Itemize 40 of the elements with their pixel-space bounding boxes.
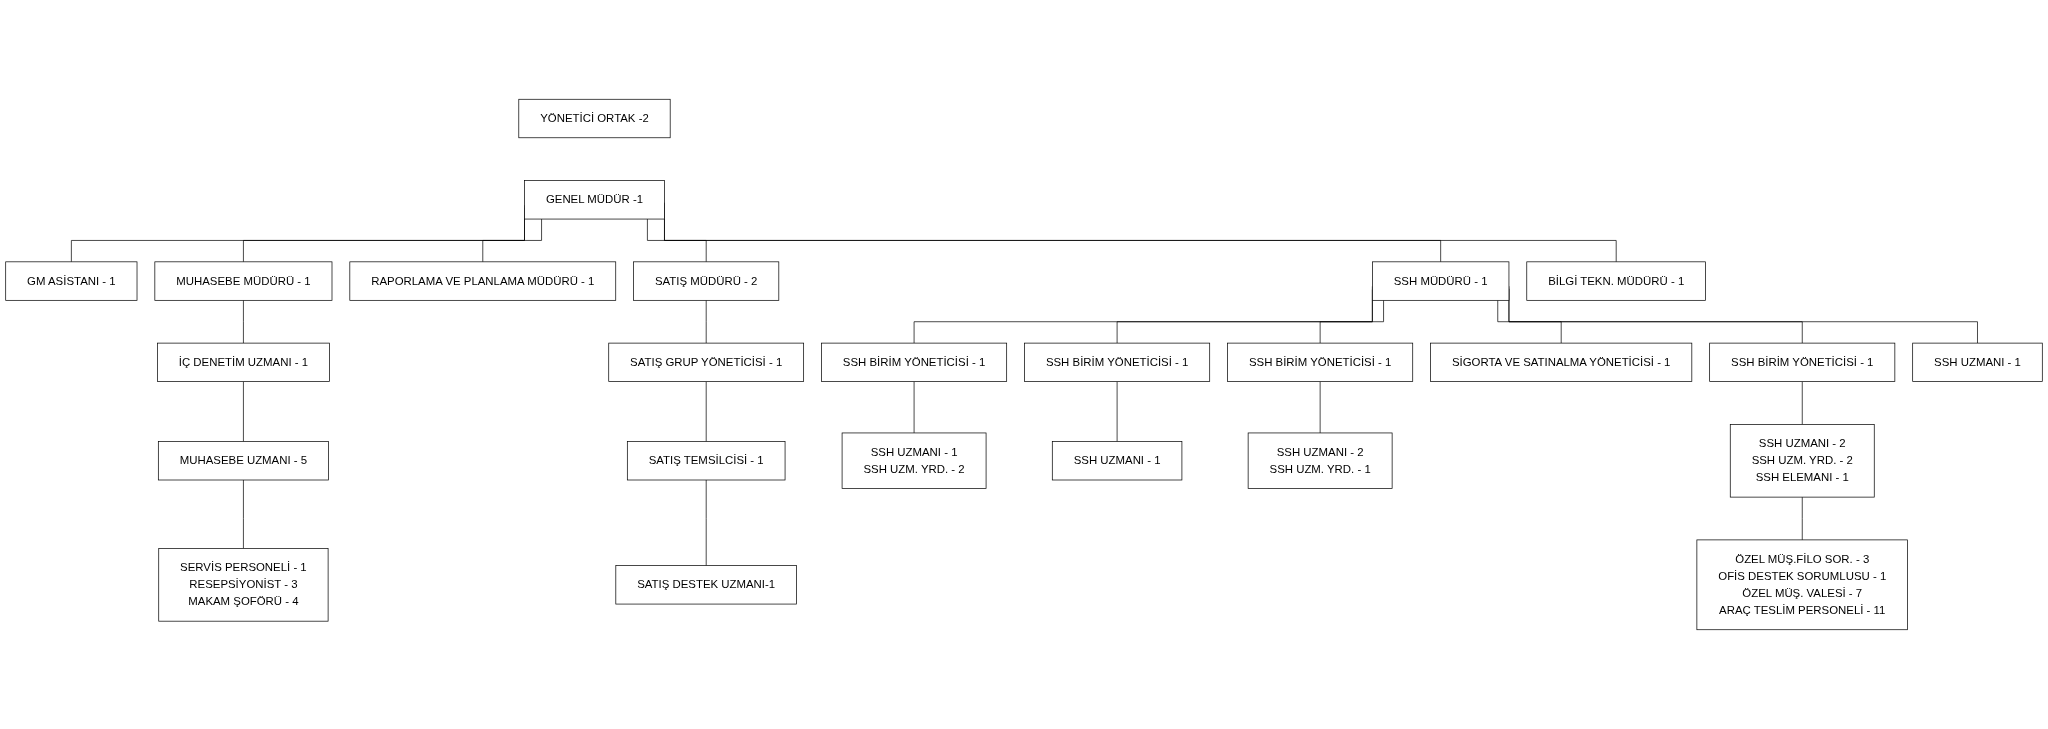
connector	[705, 479, 707, 566]
node-box: SATIŞ TEMSİLCİSİ - 1	[626, 441, 786, 481]
node-box: GENEL MÜDÜR -1	[524, 180, 665, 220]
connector	[243, 381, 244, 442]
node-box: SİGORTA VE SATINALMA YÖNETİCİSİ - 1	[1430, 342, 1693, 382]
node-box: SSH BİRİM YÖNETİCİSİ - 1	[1227, 342, 1414, 382]
node-box: RAPORLAMA VE PLANLAMA MÜDÜRÜ - 1	[349, 261, 617, 301]
connector	[1801, 381, 1803, 425]
connector	[1116, 381, 1118, 442]
node-box: SATIŞ MÜDÜRÜ - 2	[633, 261, 780, 301]
node-box: SSH UZMANI - 1	[1912, 342, 2043, 382]
connector	[647, 218, 707, 263]
connector	[1319, 381, 1321, 434]
connector	[705, 299, 707, 344]
connector	[705, 381, 707, 442]
node-box: SSH MÜDÜRÜ - 1	[1372, 261, 1510, 301]
node-box: SSH UZMANI - 1 SSH UZM. YRD. - 2	[841, 432, 987, 489]
node-box: BİLGİ TEKN. MÜDÜRÜ - 1	[1526, 261, 1706, 301]
connector	[1497, 299, 1562, 344]
node-box: SATIŞ DESTEK UZMANI-1	[615, 565, 797, 605]
node-box: SSH BİRİM YÖNETİCİSİ - 1	[821, 342, 1008, 382]
connector	[243, 299, 244, 344]
node-box: YÖNETİCİ ORTAK -2	[518, 98, 671, 139]
node-box: SSH UZMANI - 1	[1051, 441, 1183, 481]
node-box: ÖZEL MÜŞ.FİLO SOR. - 3 OFİS DESTEK SORUMLUSU - 1 ÖZEL MÜŞ. VALESİ - 7 ARAÇ TESLİM PERSONELİ - 11	[1696, 539, 1908, 631]
node-box: İÇ DENETİM UZMANI - 1	[157, 342, 330, 382]
connector	[1319, 299, 1384, 344]
node-box: SERVİS PERSONELİ - 1 RESEPSİYONİST - 3 MAKAM ŞOFÖRÜ - 4	[158, 548, 329, 622]
node-box: SATIŞ GRUP YÖNETİCİSİ - 1	[608, 342, 804, 382]
node-box: SSH UZMANI - 2 SSH UZM. YRD. - 1	[1247, 432, 1393, 489]
connector	[243, 479, 244, 549]
connector	[482, 218, 542, 263]
node-box: GM ASİSTANI - 1	[5, 261, 138, 301]
node-box: SSH BİRİM YÖNETİCİSİ - 1	[1709, 342, 1896, 382]
connector	[1801, 496, 1803, 541]
node-box: SSH BİRİM YÖNETİCİSİ - 1	[1024, 342, 1211, 382]
node-box: MUHASEBE UZMANI - 5	[157, 441, 329, 481]
connector	[913, 381, 915, 434]
node-box: SSH UZMANI - 2 SSH UZM. YRD. - 2 SSH ELEMANI - 1	[1729, 424, 1875, 498]
node-box: MUHASEBE MÜDÜRÜ - 1	[154, 261, 333, 301]
